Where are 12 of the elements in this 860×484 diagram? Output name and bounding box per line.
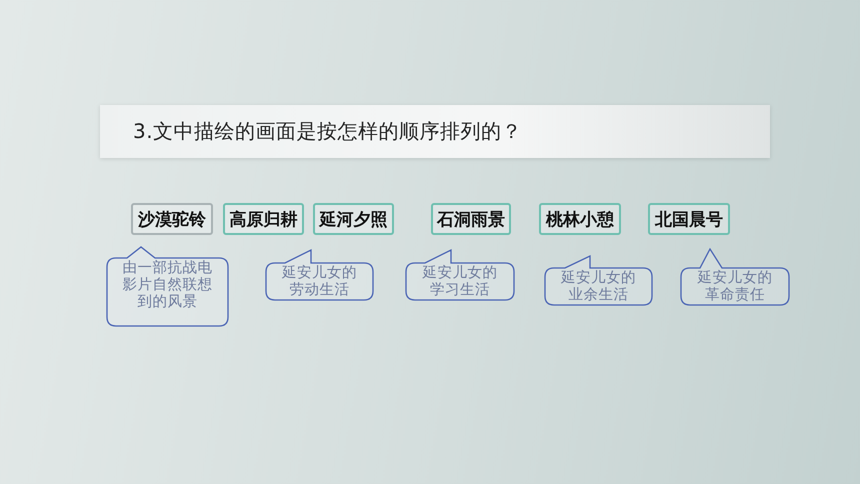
picture-title-box: 延河夕照 (313, 203, 394, 235)
picture-title-box: 桃林小憩 (539, 203, 621, 235)
picture-title-box: 沙漠驼铃 (131, 203, 213, 235)
callout-text: 延安儿女的业余生活 (560, 270, 637, 304)
callout-text: 由一部抗战电影片自然联想到的风景 (122, 260, 214, 311)
picture-title-box: 石洞雨景 (431, 203, 511, 235)
question-title: 3.文中描绘的画面是按怎样的顺序排列的？ (133, 118, 522, 145)
callout-text: 延安儿女的劳动生活 (281, 265, 358, 299)
callout-text: 延安儿女的革命责任 (696, 270, 774, 304)
picture-title-box: 北国晨号 (648, 203, 730, 235)
callout-text: 延安儿女的学习生活 (422, 265, 498, 299)
picture-title-box: 高原归耕 (223, 203, 304, 235)
